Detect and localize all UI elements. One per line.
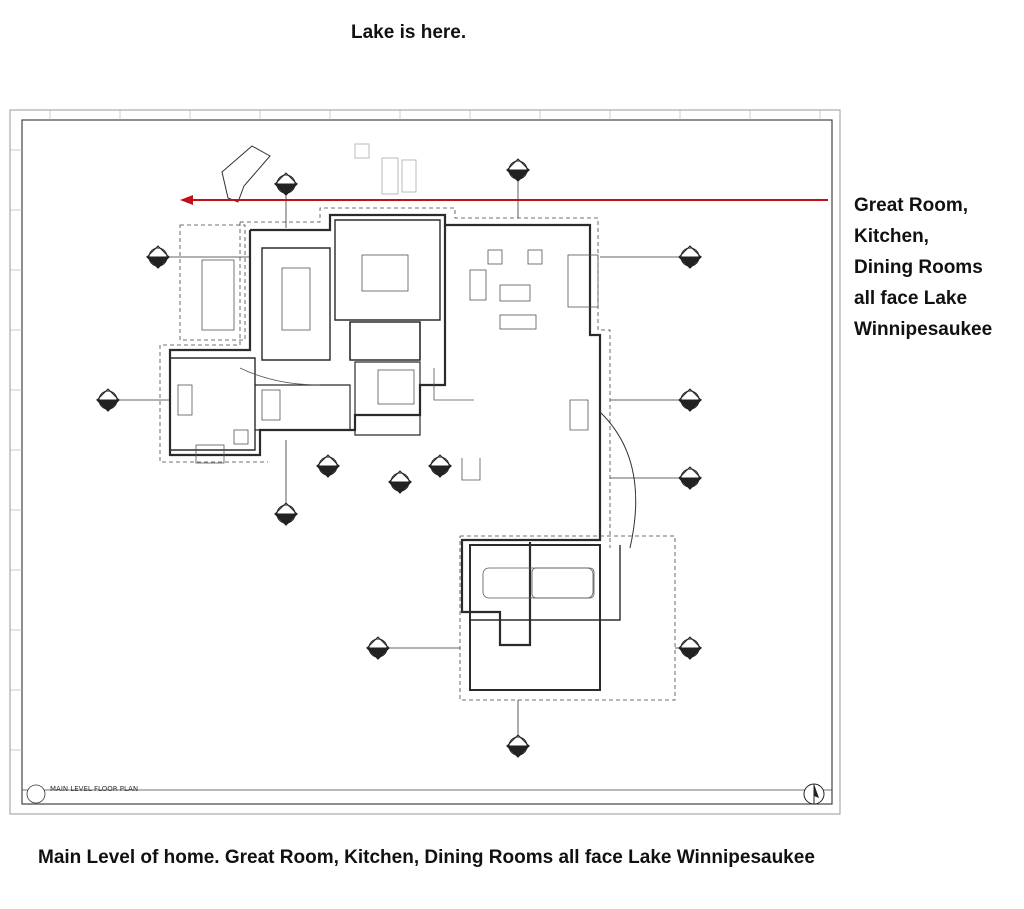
floor-plan-drawing: MAIN LEVEL FLOOR PLAN: [9, 109, 841, 815]
door-swing: [599, 411, 637, 549]
side-note-line: Great Room,: [854, 195, 969, 216]
arrow-head-icon: [180, 195, 193, 205]
patio-furniture: [354, 143, 417, 195]
side-note-line: all face Lake: [854, 288, 968, 309]
north-arrow-icon: [803, 783, 825, 805]
title-block: MAIN LEVEL FLOOR PLAN: [22, 783, 832, 805]
drawing-frame: [21, 119, 833, 805]
furniture: [177, 249, 599, 599]
floor-plan-caption: Main Level of home. Great Room, Kitchen,…: [38, 847, 815, 868]
side-note-line: Kitchen,: [854, 226, 929, 247]
grid-ticks: [10, 110, 821, 751]
deck-bench: [221, 145, 271, 203]
room-orientation-note: Great Room, Kitchen, Dining Rooms all fa…: [854, 190, 1022, 345]
section-markers: [95, 158, 703, 758]
lake-location-note: Lake is here.: [351, 22, 467, 43]
side-note-line: Winnipesaukee: [854, 319, 993, 340]
house-walls: [168, 213, 621, 691]
section-lines: [119, 181, 679, 735]
roof-outline: [159, 207, 676, 701]
sheet-border: [9, 109, 841, 815]
side-note-line: Dining Rooms: [854, 257, 983, 278]
door-swing: [239, 367, 321, 386]
plan-title: MAIN LEVEL FLOOR PLAN: [50, 785, 138, 793]
